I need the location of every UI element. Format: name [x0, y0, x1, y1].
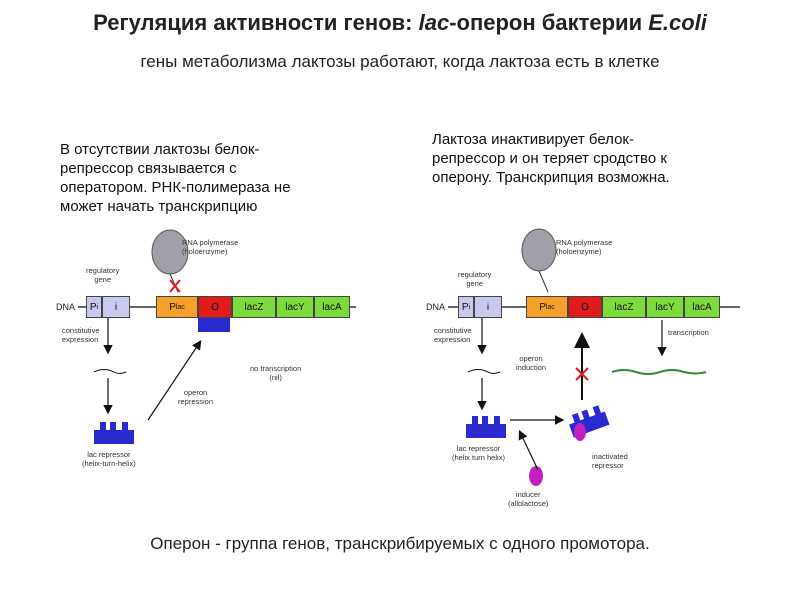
right-segment-laca: lacA — [684, 296, 720, 318]
right-mrna-icon — [611, 369, 707, 375]
left-mrna-squiggle — [93, 369, 127, 374]
right-description: Лактоза инактивирует белок- репрессор и … — [432, 131, 670, 186]
right-dna-label: DNA — [426, 302, 446, 312]
page-subtitle: гены метаболизма лактозы работают, когда… — [140, 52, 660, 71]
right-segment-i: i — [474, 296, 502, 318]
left-free-repressor-icon — [94, 422, 134, 444]
left-rna-polymerase-label: RNA polymerase(holoenzyme) — [182, 238, 239, 256]
right-inducer-label: inducer(allolactose) — [508, 490, 549, 508]
right-bound-inducer-icon — [574, 423, 586, 441]
right-free-repressor-icon — [466, 416, 506, 438]
left-segment-laca: lacA — [314, 296, 350, 318]
left-segment-i: i — [102, 296, 130, 318]
right-lac-repressor-label: lac repressor(helix turn helix) — [452, 444, 505, 462]
left-segment-operator: O — [198, 296, 232, 318]
right-polymerase-link — [538, 270, 549, 293]
left-dna-label: DNA — [56, 302, 76, 312]
right-inducer-arrow — [518, 429, 539, 471]
footer-caption: Оперон - группа генов, транскрибируемых … — [150, 534, 650, 553]
right-rna-polymerase-label: RNA polymerase(holoenzyme) — [556, 238, 613, 256]
right-block-x-icon — [575, 367, 589, 381]
left-block-x-icon — [169, 279, 181, 293]
left-no-transcription-label: no transcription(nil) — [250, 364, 302, 382]
right-free-inducer-icon — [529, 466, 543, 486]
left-segment-lacy: lacY — [276, 296, 314, 318]
right-inactivated-repressor-icon — [569, 405, 610, 438]
left-repression-arrow — [147, 340, 202, 421]
right-segment-lacy: lacY — [646, 296, 684, 318]
left-segment-lacz: lacZ — [232, 296, 276, 318]
right-segment-lacz: lacZ — [602, 296, 646, 318]
left-lac-repressor-label: lac repressor(helix-turn-helix) — [82, 450, 136, 468]
right-rna-polymerase-icon — [521, 228, 557, 272]
right-mrna-squiggle — [467, 369, 501, 374]
left-description: В отсутствии лактозы белок- репрессор св… — [60, 141, 291, 215]
right-segment-operator: O — [568, 296, 602, 318]
right-transcription-label: transcription — [668, 328, 709, 337]
page-title: Регуляция активности генов: lac-оперон б… — [93, 10, 707, 35]
